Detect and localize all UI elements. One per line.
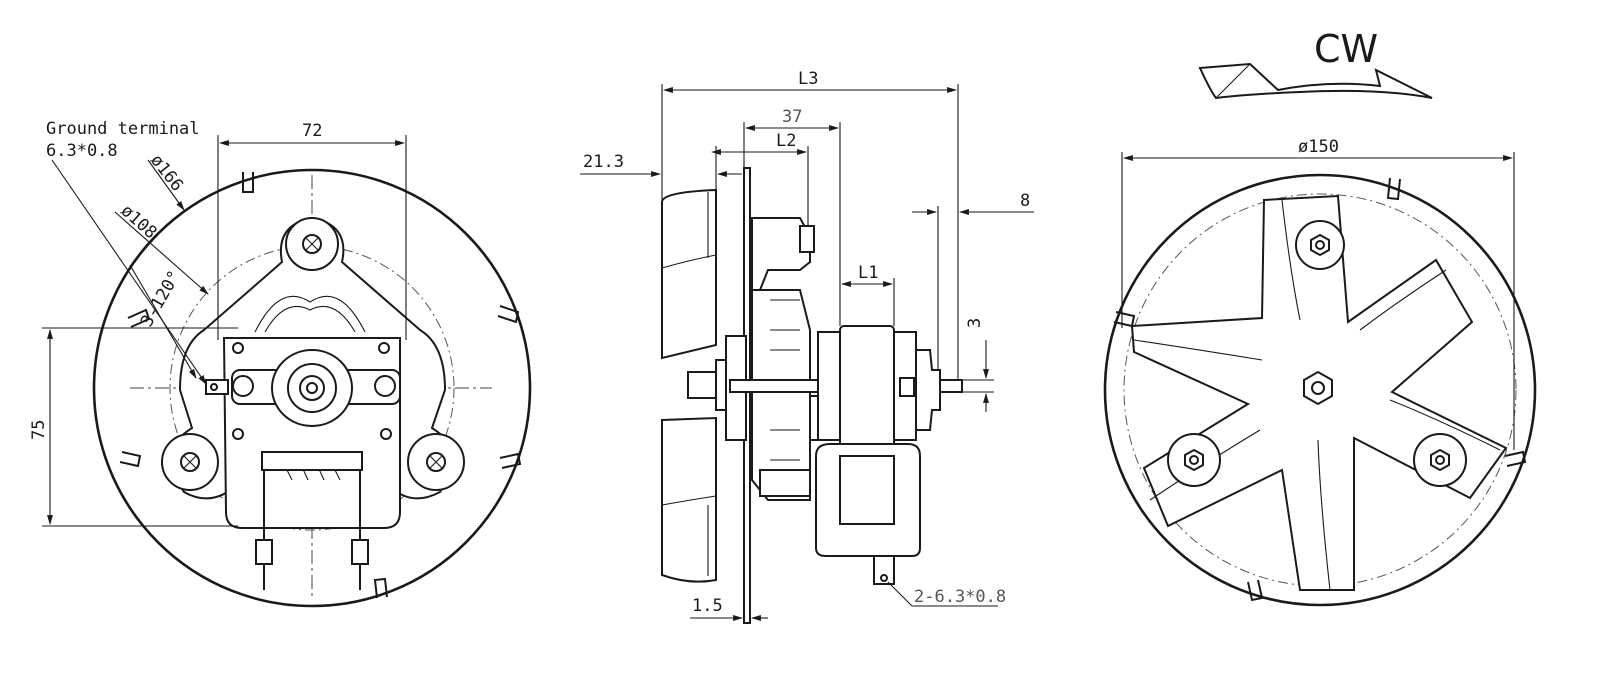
rear-view: CW: [1103, 27, 1537, 607]
ground-terminal-label: Ground terminal: [46, 119, 200, 139]
dim-L1: L1: [858, 263, 878, 283]
mount-studs: [1167, 220, 1467, 487]
dim-72: 72: [302, 121, 322, 141]
dim-holes-3-120: 3-120°: [137, 267, 185, 330]
rotation-direction: CW: [1314, 27, 1378, 71]
dim-75: 75: [29, 420, 49, 440]
ground-terminal-size: 6.3*0.8: [46, 141, 118, 161]
mount-bosses: [161, 217, 465, 491]
front-view: 72 75 ø166 ø108 3-120° Ground terminal 6…: [29, 119, 532, 608]
dim-3: 3: [965, 318, 985, 328]
dim-37: 37: [782, 107, 802, 127]
dim-21-3: 21.3: [583, 152, 624, 172]
side-view: L3 37 L2 21.3 8 L1 3 1.5: [580, 69, 1034, 624]
fan-blade-upper: [661, 188, 717, 360]
rear-plate-notches: [1113, 177, 1527, 602]
dim-L3: L3: [798, 69, 818, 89]
dim-diameter-150: ø150: [1298, 137, 1339, 157]
dim-diameter-166: ø166: [146, 151, 187, 196]
center-nut: [1303, 370, 1333, 406]
rear-plate: [1103, 173, 1537, 607]
terminal-size-label: 2-6.3*0.8: [914, 587, 1006, 607]
flange-plate: [92, 168, 532, 608]
dim-L2: L2: [776, 131, 796, 151]
dim-1-5: 1.5: [692, 596, 723, 616]
flange-notches: [119, 172, 522, 599]
dim-8: 8: [1020, 191, 1030, 211]
